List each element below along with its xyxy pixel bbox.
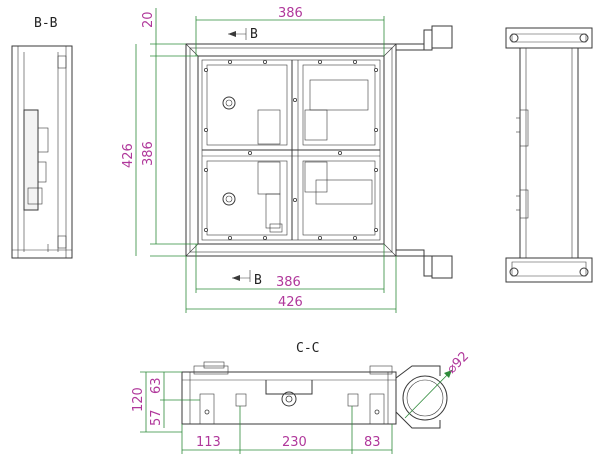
dim-cc-width-middle: 230 xyxy=(282,435,307,450)
dim-height-inner: 386 xyxy=(141,141,156,166)
dim-cc-width-left: 113 xyxy=(196,435,221,450)
dim-cc-height-upper: 63 xyxy=(149,377,164,394)
dim-width-inner-top: 386 xyxy=(278,6,303,21)
section-mark-b-top: B xyxy=(250,27,258,42)
dim-width-inner-bottom: 386 xyxy=(276,275,301,290)
dim-cc-height-total: 120 xyxy=(131,387,146,412)
section-cc-dimensions: 120 63 57 113 230 83 xyxy=(131,371,393,454)
front-view-bolt-holes xyxy=(203,60,378,240)
side-view xyxy=(505,27,593,283)
dim-width-outer: 426 xyxy=(278,295,303,310)
section-cc-view: C-C ⌀92 xyxy=(181,341,472,429)
front-view-dimensions: 386 20 426 386 386 426 xyxy=(121,6,397,313)
dim-cc-height-lower: 57 xyxy=(149,409,164,426)
dim-cc-width-right: 83 xyxy=(364,435,381,450)
dim-height-outer: 426 xyxy=(121,143,136,168)
section-bb-view: B-B xyxy=(11,16,73,259)
dim-offset-top: 20 xyxy=(141,11,156,28)
section-bb-label: B-B xyxy=(34,16,58,31)
section-cc-label: C-C xyxy=(296,341,319,356)
section-mark-b-bottom: B xyxy=(254,273,262,288)
front-view: B B xyxy=(150,25,453,288)
